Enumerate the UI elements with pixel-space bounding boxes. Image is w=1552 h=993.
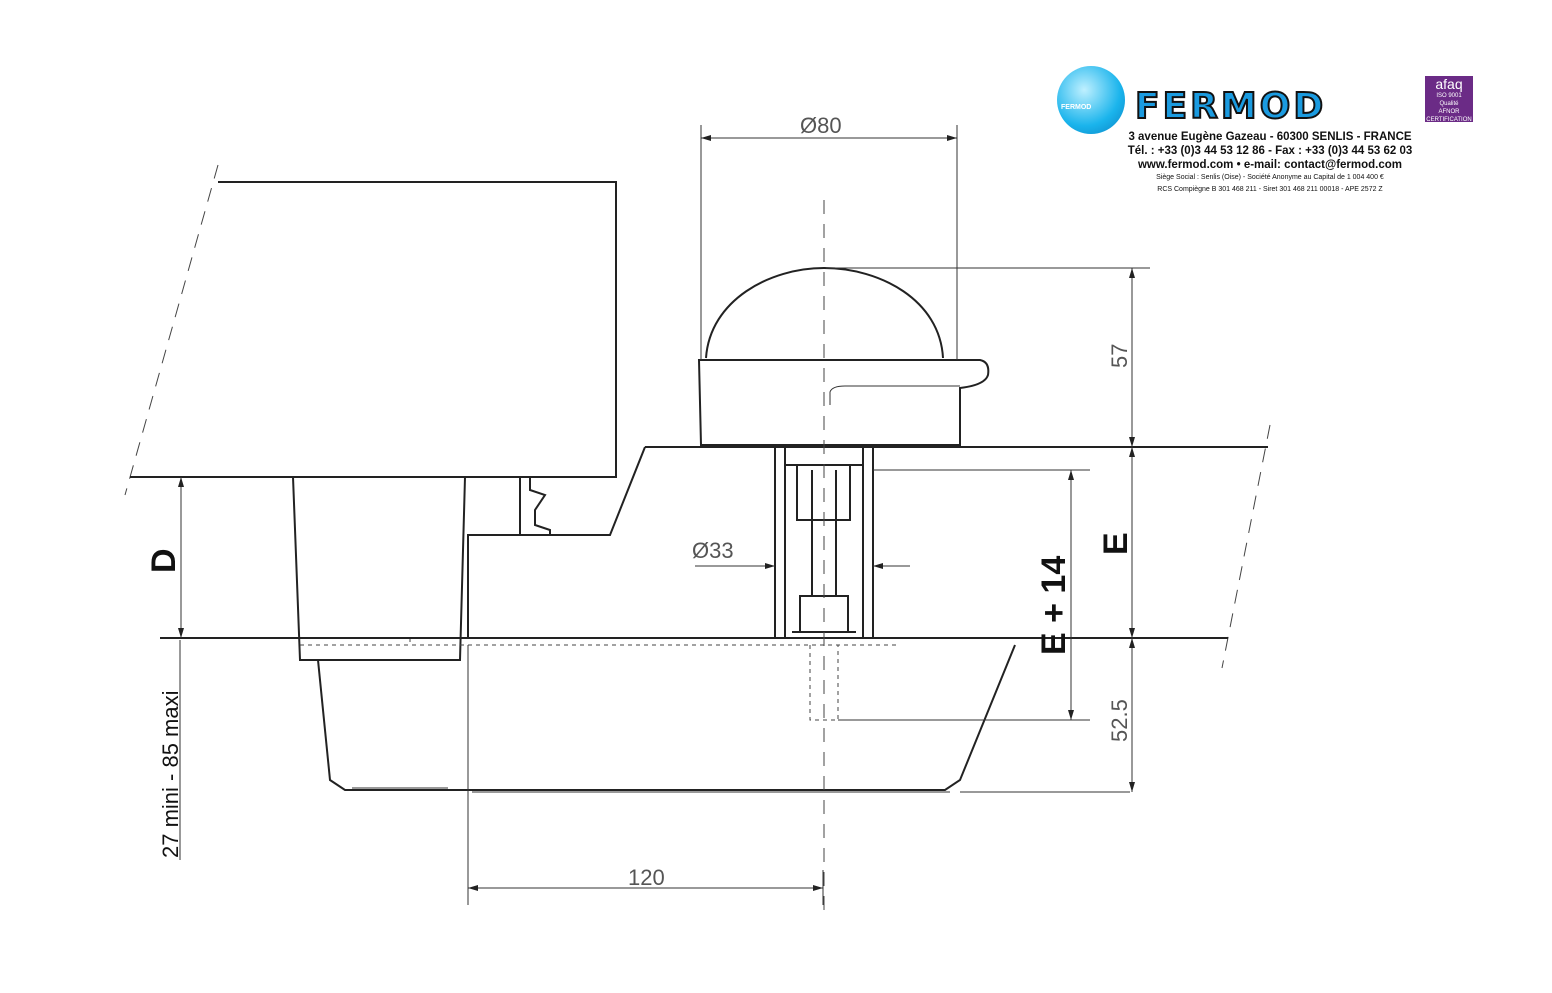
phone-fax: Tél. : +33 (0)3 44 53 12 86 - Fax : +33 … (1127, 145, 1413, 157)
dim-cap-height: 57 (1107, 344, 1132, 368)
brand-name: FERMOD (1134, 85, 1327, 128)
dim-cap-diameter: Ø80 (800, 113, 842, 138)
address: 3 avenue Eugène Gazeau - 60300 SENLIS - … (1128, 131, 1412, 143)
dim-e-plus: E + 14 (1035, 556, 1073, 655)
dim-d-range: 27 mini - 85 maxi (158, 690, 183, 858)
legal-line-2: RCS Compiègne B 301 468 211 - Siret 301 … (1157, 186, 1383, 193)
dim-e: E (1097, 532, 1135, 555)
dim-depth: 52.5 (1107, 699, 1132, 742)
cabinet-wall (130, 181, 617, 535)
afaq-badge: afaq ISO 9001 Qualité AFNOR CERTIFICATIO… (1425, 76, 1473, 123)
fermod-logo-ball: FERMOD (1057, 66, 1125, 134)
dim-offset: 120 (628, 865, 665, 890)
web-email: www.fermod.com • e-mail: contact@fermod.… (1137, 159, 1403, 171)
drain-cap (697, 266, 990, 446)
dim-d: D (145, 548, 183, 573)
break-line-left (124, 164, 219, 496)
legal-line-1: Siège Social : Senlis (Oise) - Société A… (1156, 174, 1384, 181)
break-line-right (1221, 424, 1271, 669)
dim-tube-diameter: Ø33 (692, 538, 734, 563)
company-address-block: 3 avenue Eugène Gazeau - 60300 SENLIS - … (1080, 130, 1460, 196)
drain-body (292, 446, 1090, 793)
